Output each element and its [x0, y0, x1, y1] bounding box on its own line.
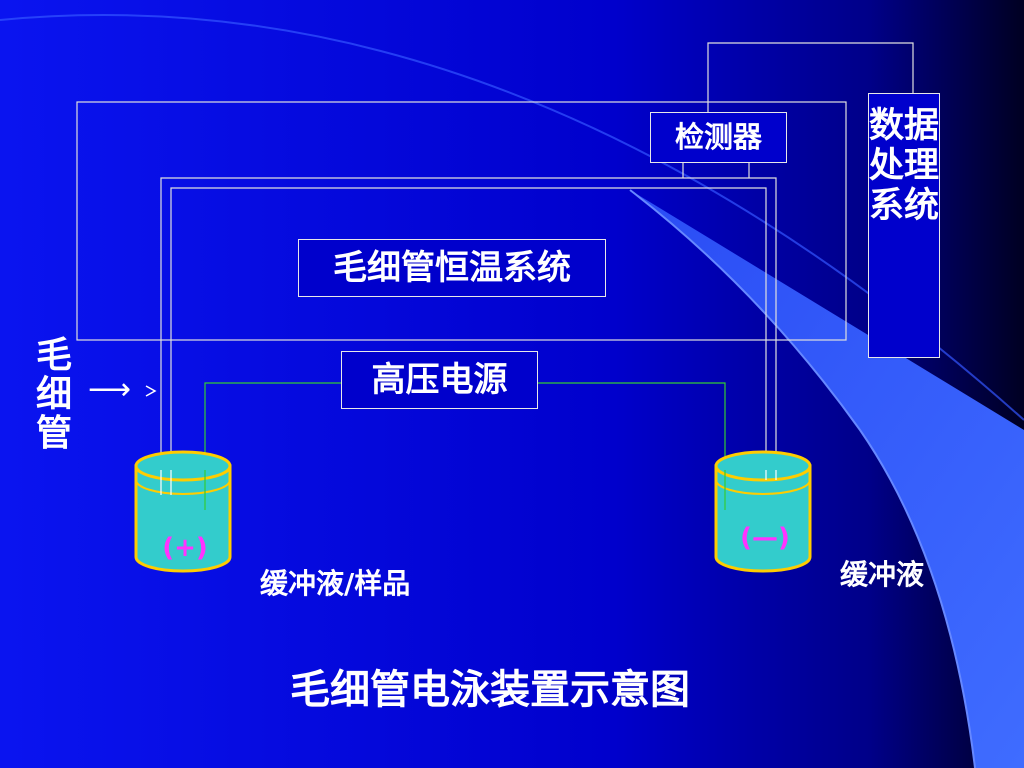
diagram-title: 毛细管电泳装置示意图 [290, 667, 690, 713]
cathode-polarity: (—) [740, 523, 790, 553]
high-voltage-source-box: 高压电源 [341, 351, 538, 409]
anode-polarity: (+) [162, 533, 208, 563]
detector-data-link [707, 42, 914, 112]
detector-box: 检测器 [650, 112, 787, 163]
capillary-label: 毛细管 [36, 335, 73, 454]
capillary-tube-outer [160, 177, 777, 495]
data-processing-system-box: 数据处理系统 [868, 93, 940, 358]
capillary-tube-inner [170, 187, 767, 495]
cathode-vial [714, 450, 812, 573]
thermostat-outer-frame [76, 101, 847, 341]
anode-vial [134, 450, 232, 573]
decor-band [630, 190, 1024, 768]
capillary-arrow: ⟶ [88, 372, 132, 407]
capillary-arrow-head [145, 385, 157, 397]
buffer-label: 缓冲液 [840, 558, 925, 591]
thermostat-system-box: 毛细管恒温系统 [298, 239, 606, 297]
buffer-sample-label: 缓冲液/样品 [260, 567, 411, 600]
decor-band-edge [629, 189, 976, 768]
